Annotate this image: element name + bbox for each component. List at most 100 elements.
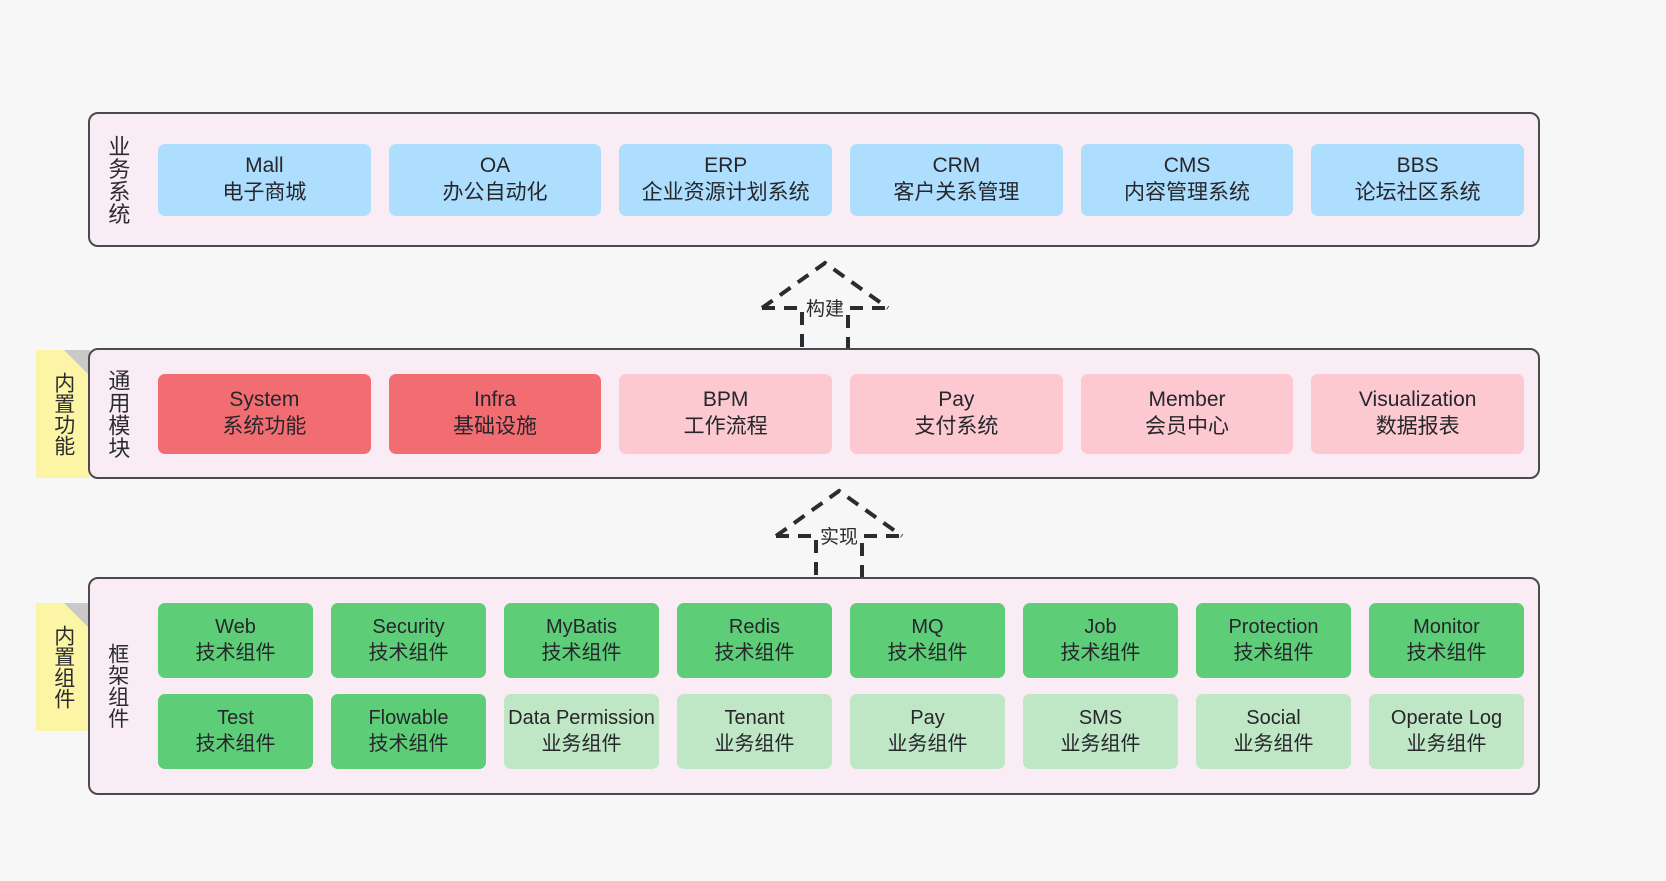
- node-tenant[interactable]: Tenant 业务组件: [677, 694, 832, 769]
- node-sms[interactable]: SMS 业务组件: [1023, 694, 1178, 769]
- connector-implement: 实现: [764, 486, 914, 584]
- node-flowable[interactable]: Flowable 技术组件: [331, 694, 486, 769]
- node-label-en: CMS: [1163, 154, 1211, 178]
- node-crm[interactable]: CRM 客户关系管理: [850, 143, 1063, 216]
- node-label-en: Test: [217, 707, 254, 730]
- node-label-en: System: [229, 388, 300, 412]
- node-label-cn: 业务组件: [1406, 732, 1487, 755]
- node-label-cn: 技术组件: [1406, 641, 1487, 664]
- node-mq[interactable]: MQ 技术组件: [850, 603, 1005, 678]
- layer-title-business-system: 业务系统: [105, 134, 131, 225]
- node-monitor[interactable]: Monitor 技术组件: [1369, 603, 1524, 678]
- layer-framework-component: 框架组件 Web 技术组件 Security 技术组件 MyBatis 技术组件…: [88, 577, 1540, 795]
- node-label-en: Tenant: [724, 707, 785, 730]
- node-label-cn: 业务组件: [1233, 732, 1314, 755]
- node-label-en: Mall: [245, 154, 284, 178]
- node-erp[interactable]: ERP 企业资源计划系统: [619, 143, 833, 216]
- node-bbs[interactable]: BBS 论坛社区系统: [1311, 143, 1525, 216]
- node-label-en: MQ: [911, 616, 944, 639]
- sticky-note-label: 内置组件: [51, 625, 75, 709]
- node-label-cn: 技术组件: [1060, 641, 1141, 664]
- node-label-en: OA: [479, 154, 511, 178]
- layer-body-business-system: Mall 电子商城 OA 办公自动化 ERP 企业资源计划系统 CRM 客户关系…: [144, 114, 1538, 245]
- node-label-en: Pay: [938, 388, 975, 412]
- node-label-cn: 数据报表: [1375, 414, 1460, 438]
- node-label-en: SMS: [1078, 707, 1123, 730]
- node-pay[interactable]: Pay 支付系统: [850, 373, 1063, 454]
- node-label-cn: 企业资源计划系统: [641, 180, 810, 204]
- node-label-en: Monitor: [1413, 616, 1480, 639]
- connector-build: 构建: [750, 258, 900, 356]
- node-social[interactable]: Social 业务组件: [1196, 694, 1351, 769]
- node-security[interactable]: Security 技术组件: [331, 603, 486, 678]
- node-label-cn: 业务组件: [714, 732, 795, 755]
- row: System 系统功能 Infra 基础设施 BPM 工作流程 Pay 支付系统…: [158, 373, 1525, 454]
- layer-business-system: 业务系统 Mall 电子商城 OA 办公自动化 ERP 企业资源计划系统 CRM…: [88, 112, 1540, 247]
- node-system[interactable]: System 系统功能: [158, 373, 371, 454]
- layer-title-common-module: 通用模块: [105, 368, 131, 459]
- node-label-en: Redis: [728, 616, 781, 639]
- node-redis[interactable]: Redis 技术组件: [677, 603, 832, 678]
- node-bpm[interactable]: BPM 工作流程: [619, 373, 833, 454]
- node-label-en: ERP: [704, 154, 748, 178]
- node-label-en: Protection: [1228, 616, 1319, 639]
- node-label-cn: 技术组件: [368, 641, 449, 664]
- node-label-cn: 技术组件: [714, 641, 795, 664]
- node-pay-component[interactable]: Pay 业务组件: [850, 694, 1005, 769]
- node-label-en: Job: [1084, 616, 1117, 639]
- row: Test 技术组件 Flowable 技术组件 Data Permission …: [158, 694, 1524, 769]
- node-label-en: Operate Log: [1390, 707, 1503, 730]
- node-protection[interactable]: Protection 技术组件: [1196, 603, 1351, 678]
- node-label-cn: 基础设施: [453, 414, 537, 438]
- node-cms[interactable]: CMS 内容管理系统: [1080, 143, 1294, 216]
- node-label-cn: 论坛社区系统: [1354, 180, 1481, 204]
- sticky-note-label: 内置功能: [51, 372, 75, 456]
- node-label-cn: 技术组件: [368, 732, 449, 755]
- node-label-en: Flowable: [368, 707, 449, 730]
- row: Mall 电子商城 OA 办公自动化 ERP 企业资源计划系统 CRM 客户关系…: [158, 143, 1525, 216]
- node-label-en: Social: [1246, 707, 1301, 730]
- node-label-cn: 支付系统: [914, 414, 999, 438]
- layer-body-common-module: System 系统功能 Infra 基础设施 BPM 工作流程 Pay 支付系统…: [144, 350, 1538, 477]
- node-label-en: Pay: [910, 707, 945, 730]
- node-label-cn: 技术组件: [1233, 641, 1314, 664]
- node-label-cn: 办公自动化: [442, 180, 548, 204]
- node-operate-log[interactable]: Operate Log 业务组件: [1369, 694, 1524, 769]
- sticky-note-builtin-components: 内置组件: [36, 603, 90, 731]
- node-label-cn: 客户关系管理: [893, 180, 1020, 204]
- node-oa[interactable]: OA 办公自动化: [388, 143, 602, 216]
- node-label-cn: 技术组件: [195, 732, 276, 755]
- node-web[interactable]: Web 技术组件: [158, 603, 313, 678]
- node-infra[interactable]: Infra 基础设施: [388, 373, 602, 454]
- node-label-cn: 系统功能: [222, 414, 307, 438]
- node-label-cn: 业务组件: [887, 732, 968, 755]
- node-label-cn: 技术组件: [195, 641, 276, 664]
- node-member[interactable]: Member 会员中心: [1080, 373, 1294, 454]
- layer-title-framework-component: 框架组件: [105, 643, 129, 729]
- node-data-permission[interactable]: Data Permission 业务组件: [504, 694, 659, 769]
- sticky-note-builtin-features: 内置功能: [36, 350, 90, 478]
- node-label-en: MyBatis: [545, 616, 618, 639]
- node-test[interactable]: Test 技术组件: [158, 694, 313, 769]
- node-label-cn: 会员中心: [1145, 414, 1230, 438]
- node-label-cn: 电子商城: [222, 180, 307, 204]
- node-label-en: Data Permission: [508, 707, 655, 730]
- node-label-cn: 技术组件: [887, 641, 968, 664]
- node-label-en: Security: [372, 616, 445, 639]
- layer-body-framework-component: Web 技术组件 Security 技术组件 MyBatis 技术组件 Redi…: [144, 579, 1538, 793]
- node-job[interactable]: Job 技术组件: [1023, 603, 1178, 678]
- node-label-en: Visualization: [1358, 388, 1477, 412]
- node-label-cn: 技术组件: [541, 641, 622, 664]
- node-label-cn: 内容管理系统: [1124, 180, 1251, 204]
- node-label-en: Web: [215, 616, 256, 639]
- layer-common-module: 通用模块 System 系统功能 Infra 基础设施 BPM 工作流程 Pay…: [88, 348, 1540, 479]
- node-label-en: Member: [1148, 388, 1226, 412]
- node-visualization[interactable]: Visualization 数据报表: [1311, 373, 1525, 454]
- node-mybatis[interactable]: MyBatis 技术组件: [504, 603, 659, 678]
- node-label-cn: 工作流程: [683, 414, 768, 438]
- node-mall[interactable]: Mall 电子商城: [158, 143, 371, 216]
- node-label-en: CRM: [932, 154, 981, 178]
- node-label-cn: 业务组件: [541, 732, 622, 755]
- node-label-en: BBS: [1396, 154, 1439, 178]
